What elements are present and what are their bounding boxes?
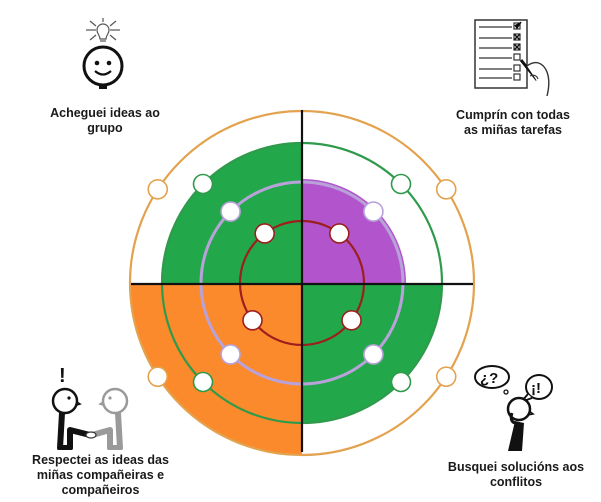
rating-dot-inner — [329, 223, 350, 244]
rating-dot-lavender — [220, 201, 241, 222]
rating-dot-outer — [435, 366, 457, 387]
rating-dot-outer — [147, 366, 169, 387]
quadrant-fill-top-right — [302, 179, 406, 283]
rating-dot-lavender — [363, 201, 384, 222]
rating-dot-green — [192, 371, 214, 393]
rating-dot-green — [192, 173, 214, 195]
quadrant-label-top-left: Acheguei ideas ao grupo — [50, 106, 160, 135]
rating-dot-outer — [435, 179, 457, 200]
thinking-person-icon: ¿? ¡! — [474, 365, 553, 451]
rating-dot-inner — [242, 310, 263, 331]
quadrant-label-bottom-right: Busquei solucións aos conflitos — [447, 460, 585, 489]
alert-mark: ! — [59, 365, 66, 387]
rating-dot-green — [390, 371, 412, 393]
quadrant-label-bottom-left: Respectei as ideas das miñas compañeiras… — [32, 453, 169, 497]
rating-dot-inner — [341, 310, 362, 331]
handshake-icon: ! — [51, 365, 129, 450]
rating-dot-green — [390, 173, 412, 195]
rating-dot-outer — [147, 179, 169, 200]
question-mark: ¿? — [480, 370, 498, 387]
exclamation-mark: ¡! — [531, 380, 541, 397]
quadrant-label-top-right: Cumprín con todas as miñas tarefas — [456, 108, 570, 137]
checklist-icon — [474, 19, 550, 97]
rating-dot-lavender — [363, 344, 384, 365]
rating-dot-inner — [254, 223, 275, 244]
rating-dot-lavender — [220, 344, 241, 365]
lightbulb-face-icon — [82, 18, 124, 89]
